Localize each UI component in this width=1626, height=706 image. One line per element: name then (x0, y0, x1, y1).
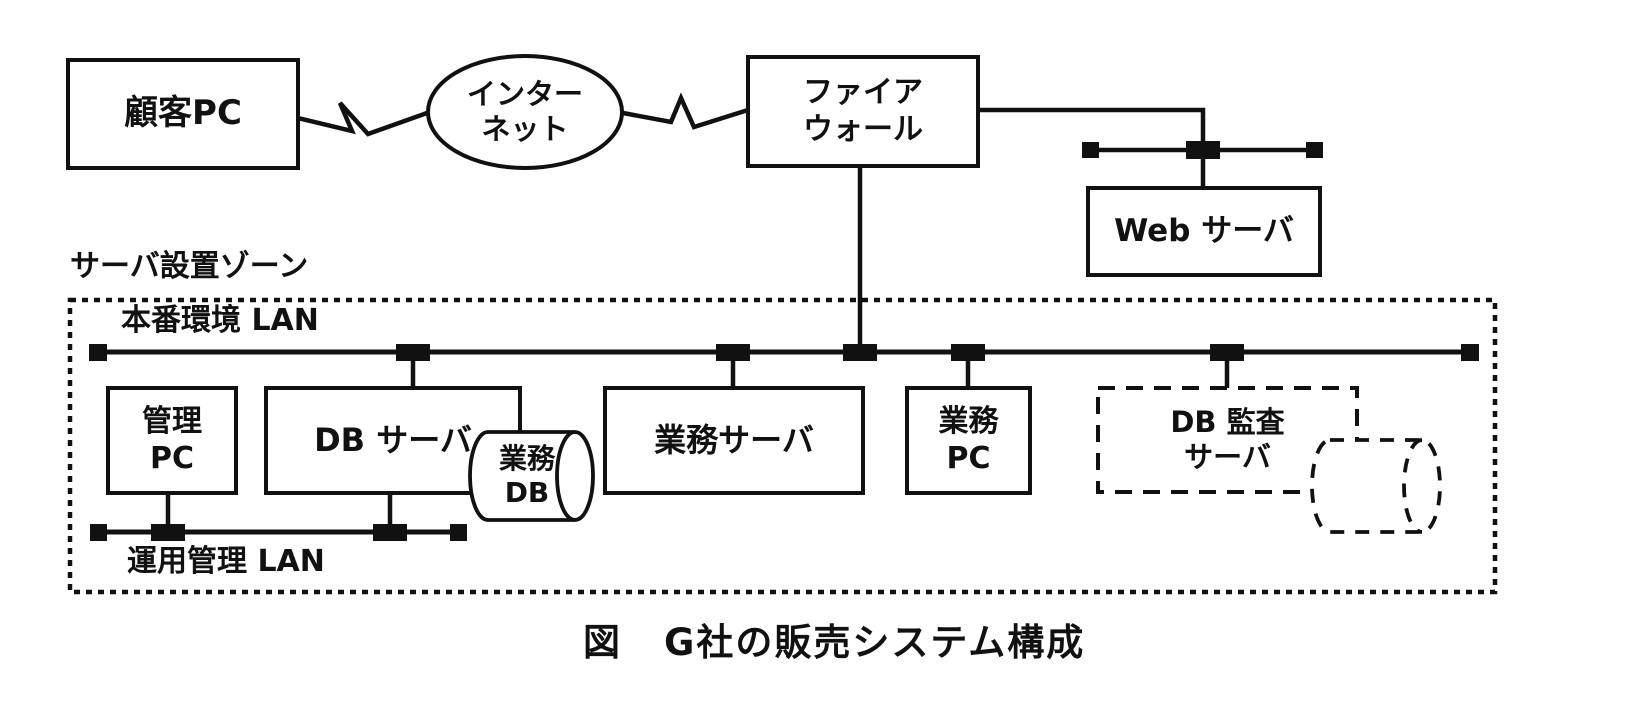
firewall-label: ファイアウォール (748, 57, 978, 166)
business-db-label-line1: 業務 (498, 441, 555, 475)
internet-label-line2: ネット (481, 112, 569, 146)
web-server-label: Web サーバ (1114, 212, 1294, 249)
firewall-label-line2: ウォール (803, 111, 923, 147)
audit-db-cylinder-end-cap (1402, 438, 1423, 534)
link-firewall-dmz (978, 107, 1206, 188)
web-server-box (1086, 186, 1322, 277)
figure-caption-title: G社の販売システム構成 (664, 621, 1086, 665)
production-lan-terminator-right (1461, 344, 1479, 361)
business-pc-label-line2: PC (946, 440, 991, 476)
management-lan-terminator-right (450, 524, 467, 541)
figure-caption: 図 G社の販売システム構成 (583, 619, 1083, 667)
admin-pc-label-line1: 管理 (142, 403, 202, 439)
management-lan-tap-db-server (373, 524, 407, 541)
admin-pc-box (106, 386, 238, 495)
db-audit-server-label: DB 監査サーバ (1098, 388, 1357, 492)
server-zone-label: サーバ設置ゾーン (70, 248, 309, 284)
management-lan-label: 運用管理 LAN (127, 543, 325, 579)
customer-pc-box (66, 58, 300, 170)
management-lan-tap-admin-pc (151, 524, 185, 541)
firewall-label-line1: ファイア (803, 74, 923, 110)
figure-caption-marker: 図 (583, 621, 622, 665)
production-lan-label: 本番環境 LAN (121, 302, 319, 338)
internet-cloud (426, 54, 624, 170)
db-audit-server-label-line2: サーバ (1184, 440, 1271, 474)
dmz-bus-terminator-right (1306, 142, 1323, 158)
wan-link-customer-internet (297, 101, 428, 137)
business-server-box (603, 386, 865, 495)
db-server-label: DB サーバ (314, 420, 472, 459)
internet-label-line1: インター (466, 76, 583, 111)
production-lan-terminator-left (89, 344, 107, 361)
internet-label: インターネット (427, 55, 623, 169)
customer-pc-label: 顧客PC (124, 93, 242, 134)
wan-link-internet-firewall (622, 92, 749, 130)
db-audit-server-label-line1: DB 監査 (1170, 404, 1285, 439)
business-pc-box (905, 386, 1032, 495)
business-server-label: 業務サーバ (654, 420, 814, 459)
management-lan-terminator-left (90, 524, 107, 541)
dmz-bus-terminator-left (1082, 142, 1099, 158)
server-zone-boundary (67, 297, 1498, 595)
business-pc-label-line1: 業務 (938, 403, 999, 439)
admin-pc-label-line2: PC (149, 440, 194, 476)
db-audit-server-box (1096, 386, 1359, 494)
production-lan-tap-firewall (843, 344, 877, 361)
dmz-bus-tap-web-server (1186, 141, 1220, 159)
firewall-box (746, 55, 980, 168)
business-db-cylinder-end-cap (555, 430, 576, 522)
business-db-label-line2: DB (504, 476, 550, 509)
